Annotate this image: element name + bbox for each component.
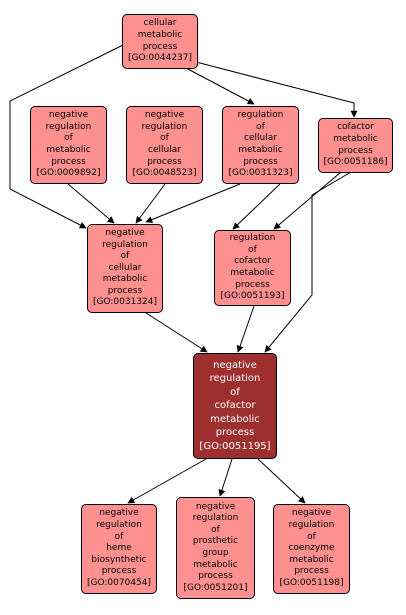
edge-n0044237-to-n0051186 [195,61,358,118]
edge-n0044237-to-n0031324 [9,44,124,229]
node-label-line: process [198,571,233,582]
node-label-line: [GO:0051198] [279,577,344,588]
edge-n0031323-to-n0051193 [232,183,281,230]
node-label-line: metabolic [102,274,148,285]
node-label-line: process [294,566,329,577]
node-label-line: regulation [102,239,148,250]
node-label-line: metabolic [46,145,91,155]
node-label-line: of [211,524,220,535]
node-label-line: group [202,548,229,558]
node-label-line: cellular [108,262,142,273]
edge-n0031323-to-n0031324 [145,183,241,223]
node-label-line: [GO:0031324] [92,297,158,308]
node-label-line: cellular [148,145,181,155]
node-label-line: regulation [96,520,142,531]
node-label-line: [GO:0031323] [228,168,293,179]
node-label-line: [GO:0070454] [86,577,152,588]
node-label-line: regulation [288,520,335,531]
edge-n0009892-to-n0031324 [67,183,115,224]
edge-n0051186-to-n0051195 [264,171,352,353]
edge-n0051186-to-n0051193 [273,171,342,230]
node-label-line: regulation [229,233,276,244]
node-label-line: of [64,133,73,144]
node-label-line: of [307,531,316,542]
node-label-line: process [235,279,270,290]
node-label-line: cofactor [214,400,256,412]
node-label-line: [GO:0051195] [199,440,271,452]
node-label-line: regulation [192,513,239,524]
node-label-line: of [120,251,130,262]
node-label-line: process [101,566,137,577]
node-label-line: of [114,531,124,542]
node-label-line: [GO:0051186] [323,157,388,168]
node-label-line: [GO:0048523] [132,168,197,179]
node-label-line: negative [99,508,139,519]
node-label-line: process [243,156,278,167]
edge-n0048523-to-n0031324 [135,183,166,224]
node-label-line: regulation [141,121,188,132]
node-label-line: negative [144,110,185,121]
edge-n0044237-to-n0031323 [185,67,255,105]
node-label-line: negative [48,110,89,121]
node-label-line: metabolic [137,29,183,40]
node-label-line: process [338,145,373,156]
node-label-line: process [107,285,143,296]
node-label-line: [GO:0044237] [127,53,193,64]
node-label-line: cellular [143,18,177,29]
node-label-line: metabolic [210,413,260,425]
node-label-line: cofactor [337,122,374,133]
node-label-line: regulation [237,110,284,121]
node-label-line: process [142,41,178,52]
edge-n0051195-to-n0051198 [257,458,306,504]
node-label-line: metabolic [193,559,238,570]
node-label-line: negative [195,501,236,512]
node-label-line: [GO:0009892] [36,168,101,179]
node-label-line: metabolic [238,145,283,155]
node-label-line: of [230,386,240,398]
node-label-line: coenzyme [288,543,335,554]
node-label-line: of [256,121,265,132]
node-label-line: of [160,133,169,144]
node-label-line: metabolic [289,554,334,565]
node-label-line: of [248,244,257,255]
node-label-line: negative [105,227,145,238]
node-label-line: cofactor [234,256,271,267]
node-label-line: process [215,427,255,439]
node-label-line: regulation [209,373,261,385]
node-label-line: negative [291,508,332,519]
node-label-line: prosthetic [192,536,239,547]
node-label-line: biosynthetic [91,554,147,565]
node-label-line: [GO:0051193] [220,291,285,302]
edge-n0031324-to-n0051195 [145,312,208,353]
node-label-line: regulation [45,121,92,132]
edge-n0051195-to-n0070454 [127,458,207,504]
node-label-line: cellular [244,133,277,144]
edge-n0051195-to-n0051201 [218,458,233,497]
node-label-line: process [147,156,182,167]
node-label-line: metabolic [230,268,275,278]
node-label-line: metabolic [333,133,378,144]
node-label-line: process [51,156,86,167]
node-label-line: heme [106,543,132,554]
edge-n0051193-to-n0051195 [236,305,255,353]
node-label-line: negative [213,359,257,371]
node-label-line: [GO:0051201] [183,582,248,593]
